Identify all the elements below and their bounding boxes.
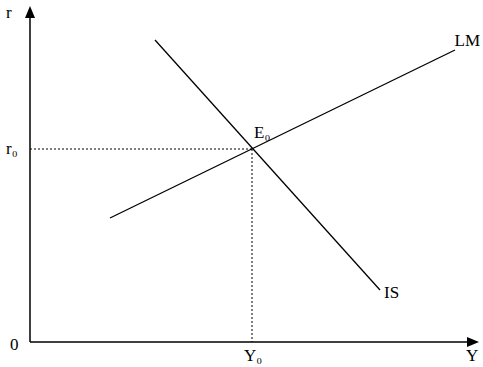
lm-curve [110, 50, 455, 218]
axis-value: Y₀ [244, 347, 262, 364]
axis-arrowhead [467, 337, 479, 347]
origin-label: 0 [10, 336, 19, 353]
guide-line [252, 149, 253, 342]
axis-value: r₀ [6, 140, 18, 157]
axis-label: Y [466, 347, 478, 364]
point-label: E₀ [254, 124, 270, 141]
curve-label: IS [384, 284, 399, 301]
r-axis [29, 14, 31, 342]
curve-label: LM [455, 32, 481, 49]
guide-line [30, 149, 252, 150]
is-curve [155, 40, 380, 290]
y-axis [30, 341, 470, 343]
axis-label: r [6, 4, 12, 21]
axis-arrowhead [25, 6, 35, 18]
